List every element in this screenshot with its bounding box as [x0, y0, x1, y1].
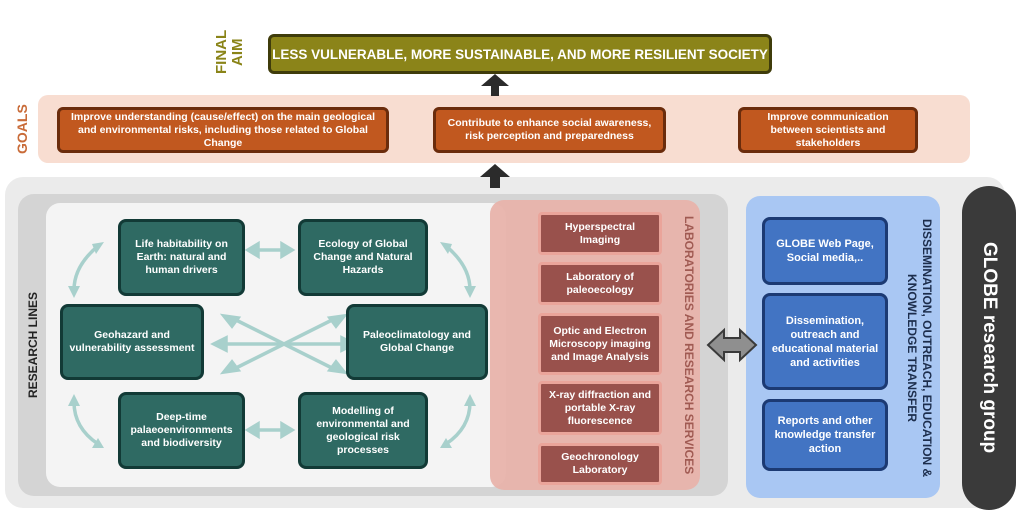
double-arrow-icon [706, 327, 758, 363]
curved-arrow-bottom-right [445, 401, 472, 446]
lab-paleoecology: Laboratory of paleoecology [538, 262, 662, 305]
research-line-modelling: Modelling of environmental and geologica… [298, 392, 428, 469]
lab-xray: X-ray diffraction and portable X-ray flu… [538, 381, 662, 435]
lab-geochronology: Geochronology Laboratory [538, 443, 662, 485]
globe-group-pill [962, 186, 1016, 510]
research-line-ecology: Ecology of Global Change and Natural Haz… [298, 219, 428, 296]
dissemination-outreach: Dissemination, outreach and educational … [762, 293, 888, 390]
final-aim-box: LESS VULNERABLE, MORE SUSTAINABLE, AND M… [268, 34, 772, 74]
labs-label: LABORATORIES AND RESEARCH SERVICES [682, 215, 696, 475]
curved-arrow-bottom-left [72, 401, 99, 446]
arrow-up-icon [481, 74, 509, 96]
arrow-up-icon [480, 164, 510, 188]
curved-arrow-top-left [72, 244, 100, 291]
research-line-paleoclimatology: Paleoclimatology and Global Change [346, 304, 488, 380]
goal-understanding: Improve understanding (cause/effect) on … [57, 107, 389, 153]
research-line-geohazard: Geohazard and vulnerability assessment [60, 304, 204, 380]
goal-awareness: Contribute to enhance social awareness, … [433, 107, 666, 153]
curved-arrow-top-right [444, 244, 472, 291]
dissemination-label: DISSEMINATION, OUTREACH, EDUCATION & KNO… [905, 218, 934, 478]
lab-hyperspectral: Hyperspectral Imaging [538, 212, 662, 255]
lab-microscopy: Optic and Electron Microscopy imaging an… [538, 313, 662, 375]
dissemination-web: GLOBE Web Page, Social media,.. [762, 217, 888, 285]
globe-group-label: GLOBE research group [979, 242, 1000, 454]
research-line-habitability: Life habitability on Earth: natural and … [118, 219, 245, 296]
dissemination-reports: Reports and other knowledge transfer act… [762, 399, 888, 471]
research-line-deep-time: Deep-time palaeoenvironments and biodive… [118, 392, 245, 469]
goal-communication: Improve communication between scientists… [738, 107, 918, 153]
research-connector-star [210, 313, 358, 375]
